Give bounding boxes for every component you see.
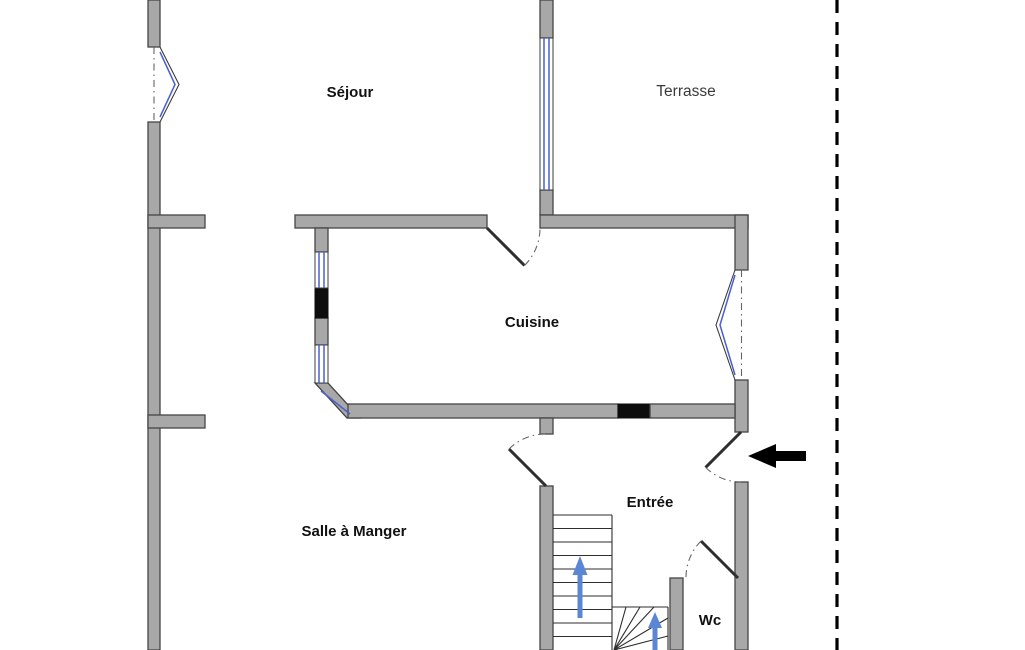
wall-segment-left-main xyxy=(147,121,161,650)
stairs-winder-up-arrow xyxy=(648,612,662,650)
wall-segment-divider-bottom xyxy=(539,189,554,216)
staircase xyxy=(553,514,669,650)
wall-chimney-block-bottom xyxy=(617,403,651,419)
wall-segment-cuisine-left-b xyxy=(314,317,329,346)
window-divider-frame xyxy=(539,37,554,191)
door-swing-arc-entree xyxy=(508,433,547,450)
walls xyxy=(147,0,749,650)
stairs-winder-flight xyxy=(612,606,669,650)
wall-segment-entree-left xyxy=(539,485,554,650)
room-label-wc: Wc xyxy=(699,612,722,629)
entrance-direction-arrow xyxy=(748,444,806,468)
door-leaf-entree xyxy=(507,447,548,488)
bay-window-right-frame xyxy=(715,269,736,381)
bay-window-right-glazing xyxy=(719,274,736,376)
door-swing-arc-cuisine xyxy=(524,227,541,266)
wall-segment-wc-partition xyxy=(669,577,684,650)
wall-segment-mid-horizontal xyxy=(294,214,488,229)
bay-window-left-glazing xyxy=(159,51,176,118)
room-label-cuisine: Cuisine xyxy=(505,314,559,331)
room-label-salle-a-manger: Salle à Manger xyxy=(301,523,406,540)
wall-segment-divider-top xyxy=(539,0,554,39)
room-label-sejour: Séjour xyxy=(327,84,374,101)
wall-segment-left-top xyxy=(147,0,161,48)
room-label-terrasse: Terrasse xyxy=(656,83,715,100)
wall-segment-cuisine-bottom-right xyxy=(649,403,736,419)
door-swing-arc-entrance xyxy=(705,467,742,483)
windows xyxy=(153,37,743,415)
wall-segment-terrasse-bottom xyxy=(539,214,749,229)
wall-stub-lower-left xyxy=(147,414,206,429)
wall-stub-entree-top xyxy=(539,417,554,435)
wall-segment-right-2 xyxy=(734,379,749,433)
stairs-up-arrow xyxy=(572,556,588,618)
bay-window-left-frame xyxy=(159,46,180,123)
window-cuisine-upper-frame xyxy=(314,251,329,289)
wall-stub-upper-left xyxy=(147,214,206,229)
window-cuisine-lower-frame xyxy=(314,344,329,384)
door-leaf-cuisine xyxy=(485,226,526,267)
room-labels: Séjour Terrasse Cuisine Salle à Manger E… xyxy=(301,83,721,629)
doors xyxy=(485,226,743,580)
door-swing-arc-wc xyxy=(685,540,702,579)
door-leaf-wc xyxy=(699,539,740,580)
wall-segment-cuisine-bottom xyxy=(347,403,619,419)
wall-segment-cuisine-left-a xyxy=(314,227,329,253)
wall-segment-right-1 xyxy=(734,214,749,271)
window-diagonal-glazing xyxy=(320,390,351,415)
room-label-entree: Entrée xyxy=(627,494,674,511)
door-leaf-entrance xyxy=(704,430,743,469)
wall-chimney-block-left xyxy=(314,287,329,319)
wall-segment-right-3 xyxy=(734,481,749,650)
